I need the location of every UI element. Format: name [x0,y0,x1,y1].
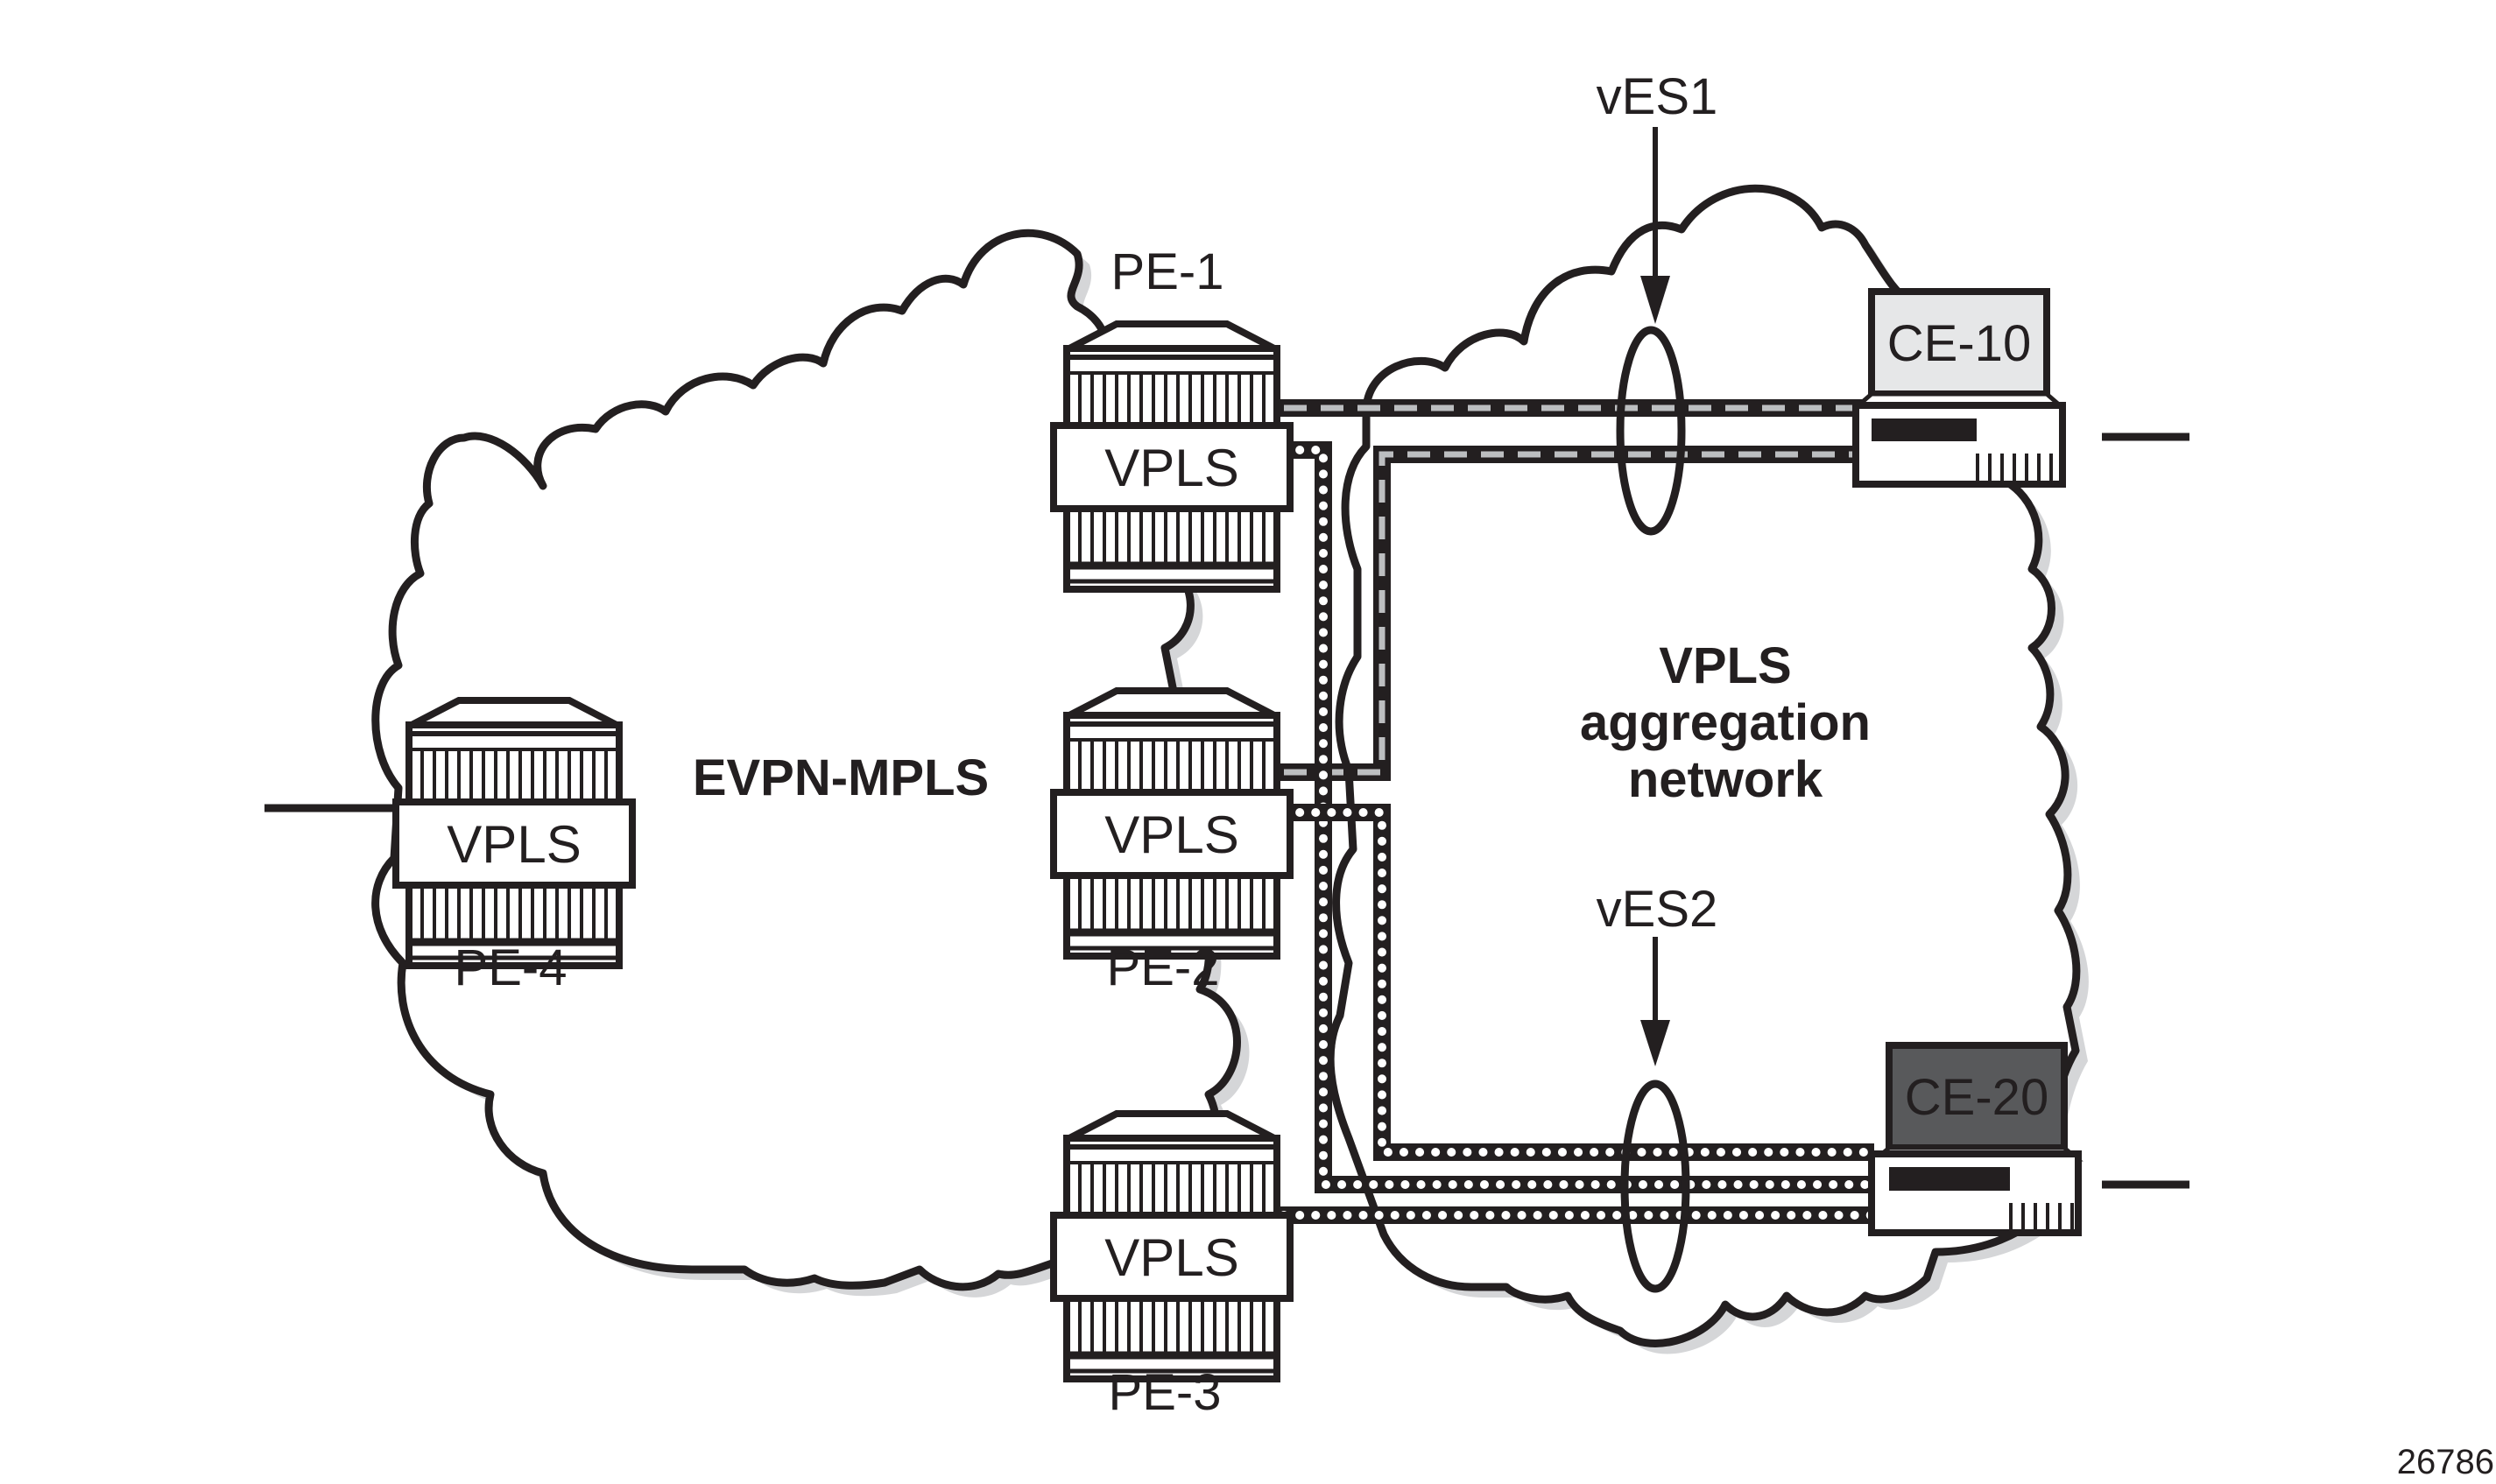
ce10-label: CE-10 [1887,315,2031,372]
evpn-mpls-label: EVPN-MPLS [693,749,989,806]
pe1-router[interactable]: VPLS [1054,324,1290,589]
pe3-service-label: VPLS [1104,1228,1238,1287]
ce10-base [1852,402,2066,488]
ce20-display-slot [1889,1167,2010,1191]
ves2-ring [1620,1080,1690,1293]
pe4-router[interactable]: VPLS [396,700,632,966]
aggregation-network-label: VPLS aggregation network [1580,637,1871,808]
pe2-label: PE-2 [1107,939,1220,996]
pe3-router[interactable]: VPLS [1054,1114,1290,1379]
ves1-marker: vES1 [1597,68,1718,536]
ves1-label: vES1 [1597,68,1718,125]
pe2-service-label: VPLS [1104,805,1238,864]
pe1-label: PE-1 [1111,243,1224,300]
ce20-vents [2009,1203,2074,1230]
pe4-label: PE-4 [455,939,568,996]
ce10-vents [1976,454,2053,482]
pe4-service-label: VPLS [447,815,581,874]
ce10-device[interactable]: CE-10 [1852,288,2066,488]
pe3-label: PE-3 [1109,1364,1222,1421]
pe2-router[interactable]: VPLS [1054,691,1290,956]
aggregation-label-line-3: network [1628,751,1823,808]
ves2-arrow-head [1640,1020,1670,1066]
ves2-marker: vES2 [1597,881,1718,1293]
evpn-mpls-cloud [371,229,1250,1298]
figure-id: 26786 [2397,1443,2494,1481]
ce20-label: CE-20 [1905,1069,2048,1126]
ves1-ring [1616,326,1686,536]
aggregation-label-line-1: VPLS [1659,637,1792,694]
ce10-display-slot [1872,418,1977,441]
pe1-service-label: VPLS [1104,439,1238,497]
ves1-arrow-head [1640,276,1670,324]
aggregation-label-line-2: aggregation [1580,694,1871,751]
ves2-label: vES2 [1597,881,1718,938]
ce20-device[interactable]: CE-20 [1868,1042,2084,1236]
